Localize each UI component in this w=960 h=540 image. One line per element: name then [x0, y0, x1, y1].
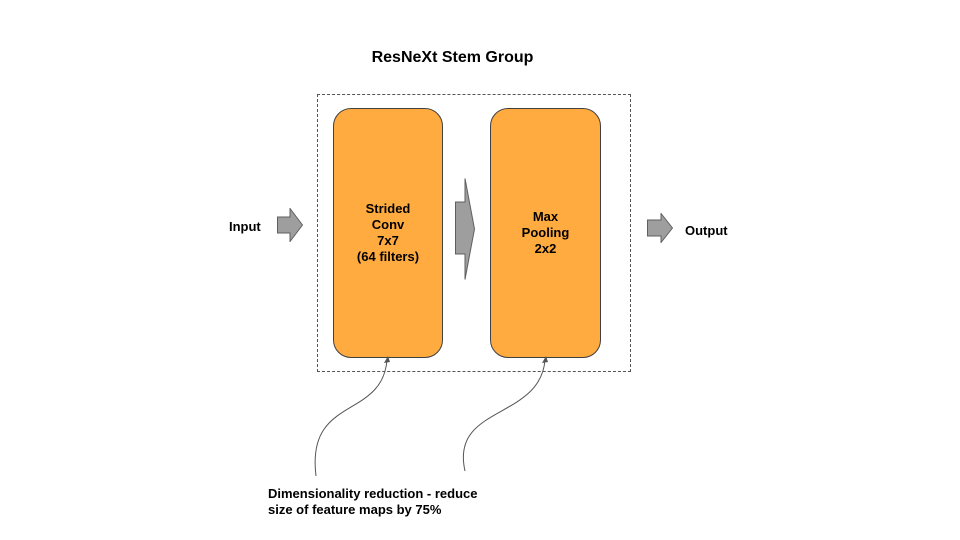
- pooling-connector-line: [462, 359, 546, 472]
- conv-connector-line: [314, 359, 388, 477]
- max-pooling-label-line: Max: [532, 209, 559, 224]
- annotation-note: Dimensionality reduction - reduce size o…: [268, 486, 508, 518]
- strided-conv-label-line: (64 filters): [356, 249, 420, 264]
- max-pooling-label-line: Pooling: [521, 225, 570, 240]
- diagram-title: ResNeXt Stem Group: [371, 49, 534, 66]
- strided-conv-label-line: Conv: [371, 217, 405, 232]
- output-label: Output: [685, 223, 728, 238]
- strided-conv-block: Strided Conv 7x7 (64 filters): [333, 108, 443, 358]
- input-arrow-icon: [277, 208, 303, 242]
- max-pooling-label: Max Pooling 2x2: [522, 209, 570, 257]
- stem-group-boundary: [317, 94, 631, 372]
- annotation-line: Dimensionality reduction - reduce: [268, 486, 478, 501]
- max-pooling-label-line: 2x2: [534, 241, 557, 256]
- max-pooling-block: Max Pooling 2x2: [490, 108, 601, 358]
- output-arrow-icon: [647, 213, 673, 243]
- strided-conv-label-line: 7x7: [377, 233, 399, 248]
- strided-conv-label-line: Strided: [365, 201, 411, 216]
- conv-connector-arrowhead: [384, 356, 390, 363]
- strided-conv-label: Strided Conv 7x7 (64 filters): [357, 201, 419, 265]
- flow-arrow-icon: [455, 178, 475, 280]
- annotation-line: size of feature maps by 75%: [268, 502, 442, 517]
- input-label: Input: [229, 219, 261, 234]
- pooling-connector-arrowhead: [542, 356, 548, 363]
